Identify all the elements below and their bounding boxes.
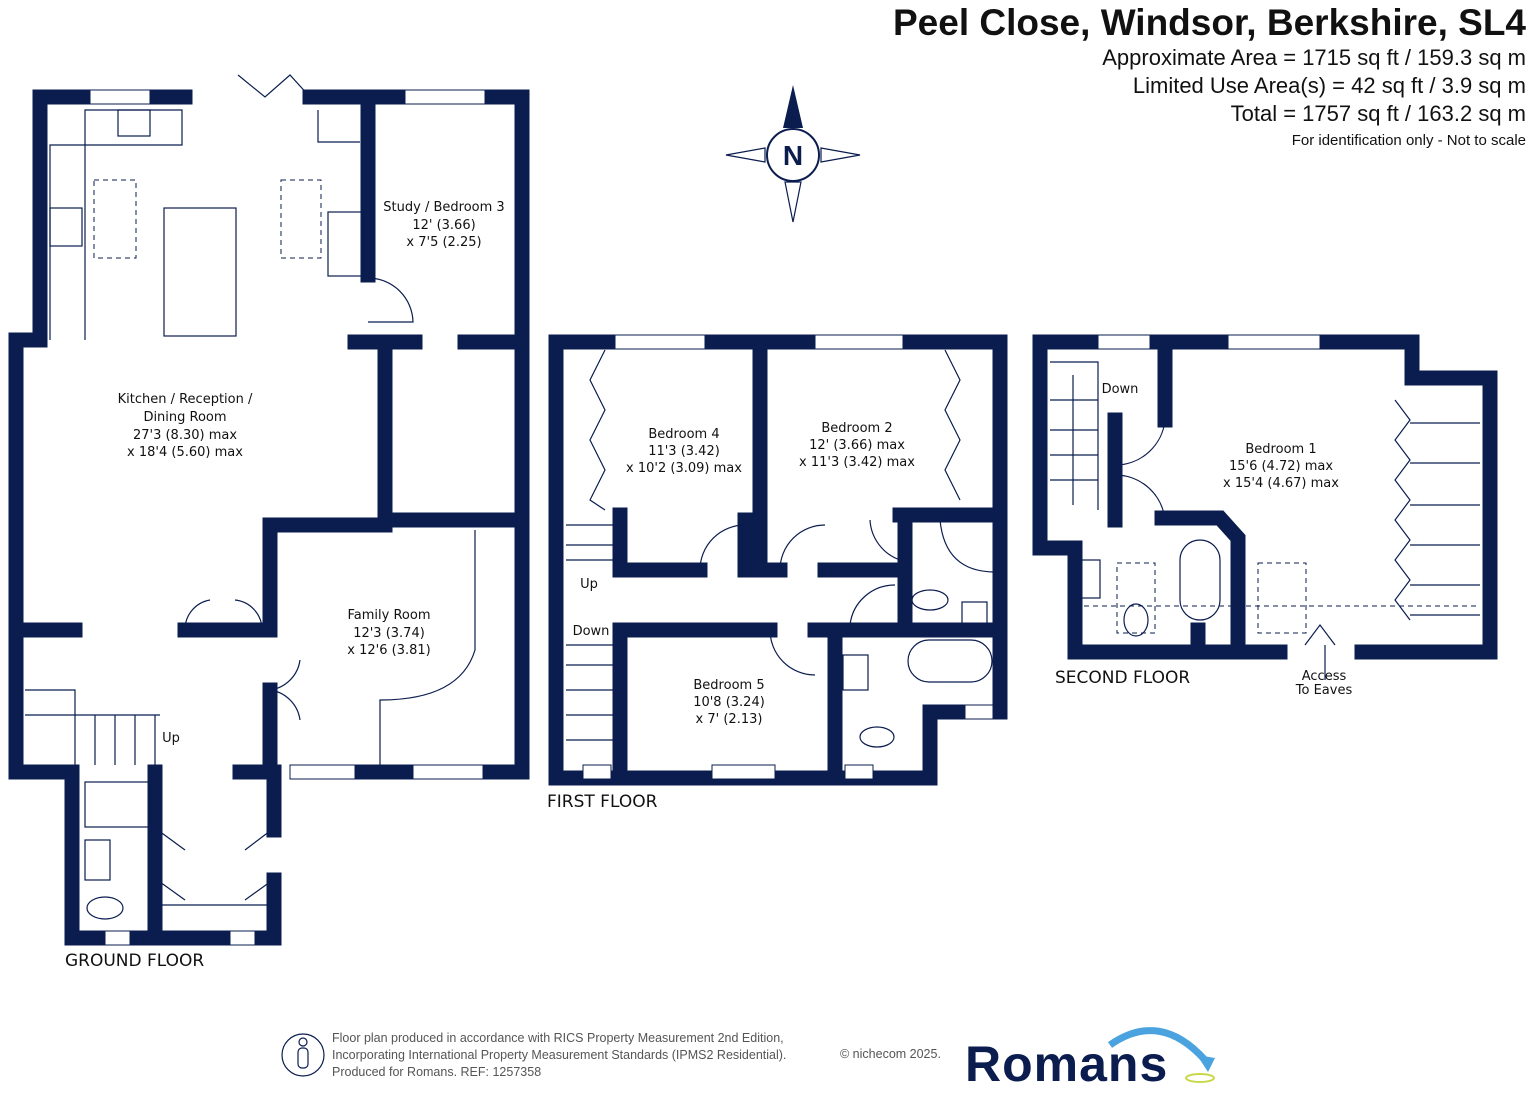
study-dimension-2: x 7'5 (2.25): [406, 235, 481, 250]
family-room-dimension-1: 12'3 (3.74): [353, 626, 425, 641]
compass-north-label: N: [783, 140, 803, 171]
footer-line-1: Floor plan produced in accordance with R…: [332, 1031, 784, 1045]
footer-text: Floor plan produced in accordance with R…: [332, 1030, 786, 1081]
second-floor-plan: Down Bedroom 1 15'6 (4.72) max x 15'4 (4…: [1032, 334, 1498, 698]
kitchen-label: Kitchen / Reception /: [118, 392, 253, 407]
ground-floor-label: GROUND FLOOR: [65, 951, 204, 971]
bedroom-4-dimension-1: 11'3 (3.42): [648, 444, 720, 459]
shower-icon: [939, 519, 996, 573]
bedroom-1-dimension-2: x 15'4 (4.67) max: [1223, 476, 1339, 491]
access-to-eaves-label-2: To Eaves: [1295, 683, 1353, 698]
first-floor-label: FIRST FLOOR: [547, 792, 658, 812]
hob-icon: [49, 207, 83, 247]
stairs-down-label: Down: [573, 624, 610, 639]
family-room-dimension-2: x 12'6 (3.81): [347, 643, 430, 658]
compass-icon: N: [725, 85, 861, 223]
study-dimension-1: 12' (3.66): [412, 218, 475, 233]
ground-floor-plan: Kitchen / Reception / Dining Room 27'3 (…: [8, 74, 530, 971]
kitchen-dimension-2: x 18'4 (5.60) max: [127, 445, 243, 460]
bedroom-2-dimension-2: x 11'3 (3.42) max: [799, 455, 915, 470]
person-icon: [281, 1033, 325, 1077]
basin-icon: [961, 601, 988, 625]
second-floor-label: SECOND FLOOR: [1055, 668, 1190, 688]
bedroom-1-label: Bedroom 1: [1245, 442, 1316, 457]
family-room-label: Family Room: [348, 608, 431, 623]
romans-logo: Romans: [965, 1036, 1169, 1092]
shower-icon: [84, 781, 151, 828]
toilet-icon: [859, 726, 895, 748]
kitchen-label-2: Dining Room: [143, 410, 226, 425]
bedroom-5-dimension-1: 10'8 (3.24): [693, 695, 765, 710]
access-to-eaves-label: Access: [1302, 669, 1347, 684]
bedroom-4-label: Bedroom 4: [648, 427, 719, 442]
bedroom-5-dimension-2: x 7' (2.13): [696, 712, 763, 727]
limited-use-area: Limited Use Area(s) = 42 sq ft / 3.9 sq …: [1132, 73, 1526, 98]
bedroom-2-dimension-1: 12' (3.66) max: [809, 438, 905, 453]
toilet-icon: [86, 896, 124, 920]
bedroom-1-dimension-1: 15'6 (4.72) max: [1229, 459, 1333, 474]
bath-icon: [907, 639, 993, 683]
footer-line-3: Produced for Romans. REF: 1257358: [332, 1065, 542, 1079]
toilet-icon: [911, 589, 949, 611]
bedroom-4-dimension-2: x 10'2 (3.09) max: [626, 461, 742, 476]
approximate-area: Approximate Area = 1715 sq ft / 159.3 sq…: [1102, 45, 1526, 70]
stairs-down-label: Down: [1102, 382, 1139, 397]
total-area: Total = 1757 sq ft / 163.2 sq m: [1230, 101, 1526, 126]
study-label: Study / Bedroom 3: [383, 200, 504, 215]
logo-arrow-icon: [1107, 1027, 1215, 1083]
sink-icon: [117, 109, 151, 137]
disclaimer: For identification only - Not to scale: [1291, 132, 1526, 149]
copyright: © nichecom 2025.: [840, 1047, 941, 1061]
stairs-up-label: Up: [580, 577, 598, 592]
bedroom-5-label: Bedroom 5: [693, 678, 764, 693]
bath-icon: [1179, 539, 1221, 621]
basin-icon: [1077, 559, 1101, 599]
footer-line-2: Incorporating International Property Mea…: [332, 1048, 787, 1062]
basin-icon: [842, 654, 869, 691]
kitchen-dimension-1: 27'3 (8.30) max: [133, 428, 237, 443]
bedroom-2-label: Bedroom 2: [821, 421, 892, 436]
first-floor-plan: Bedroom 4 11'3 (3.42) x 10'2 (3.09) max …: [547, 334, 1008, 812]
header: Peel Close, Windsor, Berkshire, SL4 Appr…: [893, 0, 1526, 149]
toilet-icon: [1123, 603, 1149, 637]
property-address: Peel Close, Windsor, Berkshire, SL4: [892, 2, 1526, 43]
stairs-up-label: Up: [162, 731, 180, 746]
